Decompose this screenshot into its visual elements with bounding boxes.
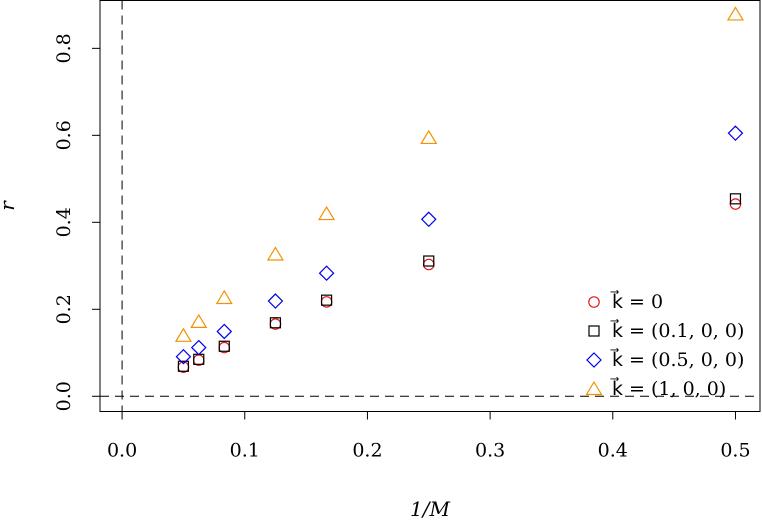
data-point (216, 323, 233, 340)
data-point (174, 327, 192, 342)
data-point (726, 6, 745, 21)
data-point (267, 293, 284, 309)
y-tick-label: 0.6 (53, 120, 75, 150)
legend-item: k⃗ = (0.1, 0, 0) (588, 319, 744, 342)
legend-label: k⃗ = (0.5, 0, 0) (610, 348, 744, 371)
x-axis-title: 1/M (410, 497, 450, 521)
data-point (190, 339, 207, 356)
x-tick-label: 0.3 (475, 440, 505, 462)
legend-label: k⃗ = (1, 0, 0) (610, 377, 726, 400)
data-point (215, 289, 233, 305)
y-axis-title: r (0, 200, 19, 211)
data-point (269, 317, 282, 329)
y-axis: 0.0 0.2 0.4 0.6 0.8 (53, 33, 101, 411)
x-tick-label: 0.4 (598, 440, 628, 462)
legend-label: k⃗ = (0.1, 0, 0) (610, 319, 744, 342)
data-point (190, 313, 208, 329)
legend-marker (585, 380, 603, 396)
x-tick-label: 0.0 (107, 440, 137, 462)
data-point (218, 340, 230, 352)
data-point (320, 294, 333, 306)
legend-item: k⃗ = 0 (588, 290, 663, 313)
x-axis: 0.0 0.1 0.2 0.3 0.4 0.5 (107, 411, 751, 462)
legend-marker (588, 296, 600, 308)
series-diamond (175, 125, 744, 365)
legend-item: k⃗ = (0.5, 0, 0) (586, 348, 744, 371)
data-point (422, 258, 435, 271)
data-point (729, 193, 742, 205)
data-point (420, 129, 438, 145)
data-points (174, 6, 745, 373)
legend-marker (586, 352, 602, 368)
data-point (420, 211, 437, 228)
data-point (318, 265, 335, 282)
y-tick-label: 0.2 (53, 294, 75, 324)
legend-item: k⃗ = (1, 0, 0) (585, 377, 726, 400)
legend: k⃗ = 0 k⃗ = (0.1, 0, 0) k⃗ = (0.5, 0, 0) k⃗… (585, 290, 744, 400)
x-tick-label: 0.5 (720, 440, 750, 462)
series-circle (177, 198, 742, 373)
y-tick-label: 0.0 (53, 381, 75, 411)
y-tick-label: 0.8 (53, 33, 75, 63)
series-square (177, 193, 742, 372)
data-point (318, 205, 336, 221)
series-triangle (174, 6, 745, 342)
y-tick-label: 0.4 (53, 207, 75, 237)
data-point (175, 348, 192, 365)
data-point (423, 255, 435, 267)
data-point (727, 125, 744, 141)
x-tick-label: 0.2 (352, 440, 382, 462)
legend-marker (588, 325, 600, 337)
data-point (266, 246, 284, 261)
x-tick-label: 0.1 (230, 440, 260, 462)
legend-label: k⃗ = 0 (610, 290, 663, 313)
data-point (177, 360, 190, 372)
